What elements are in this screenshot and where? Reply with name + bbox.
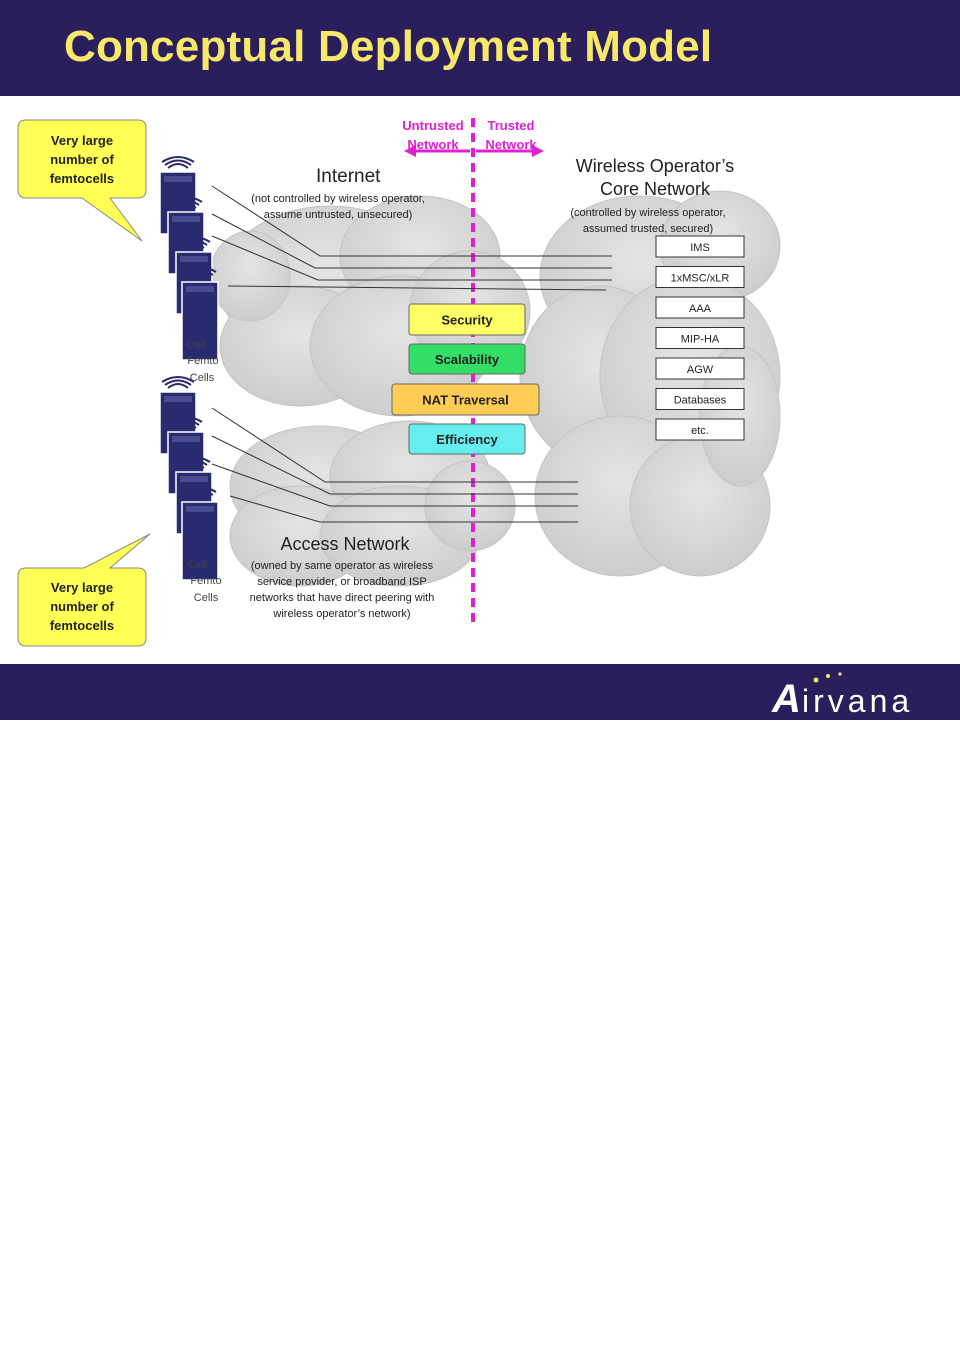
slide-title: Conceptual Deployment Model xyxy=(64,22,713,71)
callout-bottom: Very large number of femtocells xyxy=(17,533,151,647)
core-desc-2: assumed trusted, secured) xyxy=(583,223,713,235)
femto-upper-label-2: Femto xyxy=(187,355,218,367)
callout-top: Very large number of femtocells xyxy=(17,119,147,242)
upper-connection-lines xyxy=(211,185,612,291)
femto-cell xyxy=(181,266,219,361)
feature-box-3: Efficiency xyxy=(408,423,526,455)
core-title-1: Wireless Operator’s xyxy=(576,156,734,176)
callout-top-line-2: number of xyxy=(50,152,114,167)
femto-lower-label-1: Cell xyxy=(189,559,208,571)
core-desc-1: (controlled by wireless operator, xyxy=(570,207,725,219)
callout-top-line-1: Very large xyxy=(51,133,113,148)
access-desc-3: networks that have direct peering with xyxy=(250,592,435,604)
core-box-label: 1xMSC/xLR xyxy=(671,273,730,285)
femto-lower-label-3: Cells xyxy=(194,592,219,604)
internet-title: Internet xyxy=(316,166,381,187)
trusted-label-1: Trusted xyxy=(488,118,535,133)
internet-desc-2: assume untrusted, unsecured) xyxy=(264,209,413,221)
access-desc-2: service provider, or broadband ISP xyxy=(257,576,426,588)
core-box-label: MIP-HA xyxy=(681,334,720,346)
feature-label: Scalability xyxy=(435,352,500,367)
core-box-3: MIP-HA xyxy=(655,327,745,349)
logo-dot-1 xyxy=(813,677,819,683)
core-box-label: etc. xyxy=(691,425,709,437)
femto-upper-label-1: Cell xyxy=(187,339,206,351)
core-box-1: 1xMSC/xLR xyxy=(655,266,745,288)
core-box-0: IMS xyxy=(655,235,745,258)
logo-wordmark: irvana xyxy=(802,683,913,719)
core-box-6: etc. xyxy=(655,418,745,441)
logo-dot-2 xyxy=(826,674,830,678)
access-desc-4: wireless operator’s network) xyxy=(272,608,410,620)
untrusted-label-1: Untrusted xyxy=(402,118,463,133)
core-box-4: AGW xyxy=(655,357,745,380)
core-box-label: Databases xyxy=(674,395,727,407)
femto-upper-label-3: Cells xyxy=(190,372,215,384)
feature-label: Security xyxy=(441,313,493,328)
untrusted-label-2: Network xyxy=(407,137,459,152)
callout-bottom-line-3: femtocells xyxy=(50,618,114,633)
access-title: Access Network xyxy=(280,534,410,554)
page-number: 5 xyxy=(475,1340,485,1357)
callout-top-line-3: femtocells xyxy=(50,171,114,186)
callout-bottom-line-2: number of xyxy=(50,599,114,614)
callout-bottom-line-1: Very large xyxy=(51,580,113,595)
femto-stack-lower xyxy=(159,376,219,581)
femto-lower-label-2: Femto xyxy=(190,575,221,587)
logo-dot-3 xyxy=(838,672,842,676)
core-title-2: Core Network xyxy=(600,179,711,199)
logo-letter-a: A xyxy=(771,677,801,720)
femto-cell xyxy=(181,486,219,581)
feature-label: Efficiency xyxy=(436,432,498,447)
airvana-logo: A irvana xyxy=(771,672,913,720)
feature-label: NAT Traversal xyxy=(422,393,508,408)
core-box-label: IMS xyxy=(690,242,710,254)
footer-bar: 5 xyxy=(0,664,960,1357)
lower-connection-lines xyxy=(211,407,578,523)
core-box-2: AAA xyxy=(655,296,745,319)
core-box-label: AGW xyxy=(687,364,714,376)
feature-box-2: NAT Traversal xyxy=(391,383,540,416)
trusted-arrow xyxy=(476,145,544,157)
core-service-boxes: IMS 1xMSC/xLR AAA MIP-HA AGW Databases etc. xyxy=(655,235,745,441)
femto-stack-upper xyxy=(159,156,219,361)
core-box-label: AAA xyxy=(689,303,712,315)
access-desc-1: (owned by same operator as wireless xyxy=(251,560,434,572)
untrusted-arrow xyxy=(404,145,470,157)
feature-box-0: Security xyxy=(408,303,526,336)
core-box-5: Databases xyxy=(655,388,745,410)
header-bar: Conceptual Deployment Model xyxy=(0,0,960,96)
internet-desc-1: (not controlled by wireless operator, xyxy=(251,193,425,205)
deployment-diagram: Untrusted Network Trusted Network Intern… xyxy=(17,118,781,647)
feature-box-1: Scalability xyxy=(408,343,526,375)
trusted-label-2: Network xyxy=(485,137,537,152)
